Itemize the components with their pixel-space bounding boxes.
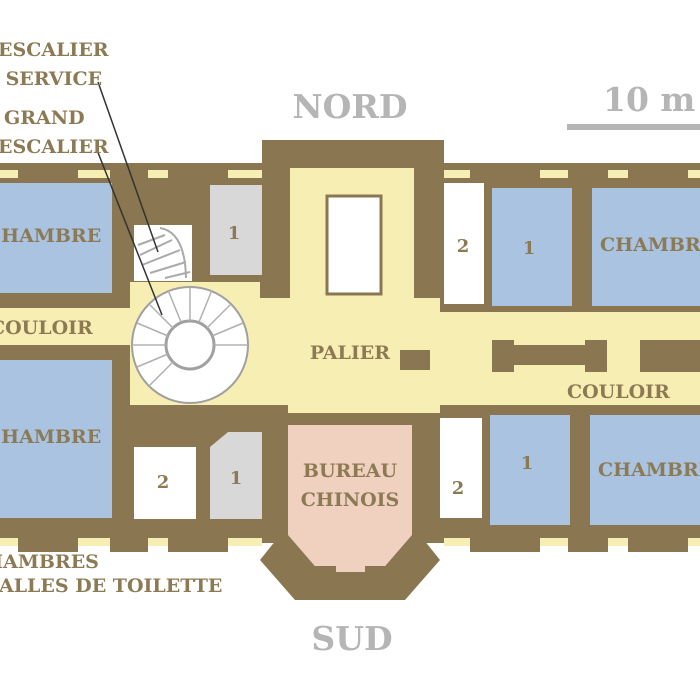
room-number-2-n: 2 — [457, 236, 470, 257]
bureau-chinois-room — [288, 425, 412, 572]
service-stair-label-2: DE SERVICE — [0, 68, 102, 90]
room-number-1-nw: 1 — [228, 223, 241, 244]
bedroom-1-se — [490, 415, 570, 525]
bedroom-se — [590, 415, 700, 525]
room-2-n — [444, 183, 484, 304]
service-stair — [134, 225, 192, 281]
service-stair-leader — [97, 81, 159, 253]
bedroom-1-ne — [492, 188, 572, 306]
room-2-sw — [134, 447, 196, 519]
grand-stair-leader — [96, 149, 163, 316]
room-number-1-sw: 1 — [230, 468, 243, 489]
grand-stair-newel — [164, 319, 216, 371]
piers — [18, 163, 688, 552]
room-number-1-ne: 1 — [523, 238, 536, 259]
couloir-e-label: COULOIR — [567, 381, 670, 403]
bottom-label-1: CHAMBRES — [0, 551, 99, 573]
room-2-se — [440, 418, 482, 518]
room-1-sw — [210, 432, 262, 519]
palier-label: PALIER — [310, 342, 390, 364]
chambre-se-label: CHAMBRE — [598, 459, 700, 481]
bedroom-ne — [592, 188, 700, 306]
callout-lines — [96, 81, 163, 316]
chambre-nw-label: CHAMBRE — [0, 225, 101, 247]
chambre-ne-label: CHAMBRE — [600, 234, 700, 256]
scale-label: 10 m — [603, 80, 695, 119]
chambre-sw-label: CHAMBRE — [0, 426, 101, 448]
bedroom-nw — [0, 183, 112, 293]
bedrooms — [0, 183, 700, 525]
palier-skylight — [325, 194, 383, 296]
south-label: SUD — [311, 619, 392, 658]
room-1-nw — [210, 185, 262, 275]
bureau-bay-piers — [302, 566, 399, 600]
grand-stair-label-2: ESCALIER — [0, 136, 109, 158]
service-stair-label-1: ESCALIER — [0, 39, 109, 61]
corridor-piers — [400, 340, 700, 372]
grand-stair — [131, 286, 249, 404]
service-rooms — [134, 183, 484, 519]
north-label: NORD — [293, 87, 408, 126]
grand-stair-label-1: GRAND — [4, 107, 85, 129]
north-projection-wall — [262, 140, 444, 170]
room-number-2-se: 2 — [452, 478, 465, 499]
room-number-1-se: 1 — [521, 453, 534, 474]
couloir-w-label: COULOIR — [0, 317, 93, 339]
room-number-2-sw: 2 — [157, 472, 170, 493]
scale-bar — [567, 124, 700, 130]
bureau-label-1: BUREAU — [303, 460, 398, 482]
bureau-label-2: CHINOIS — [301, 489, 400, 511]
bedroom-sw — [0, 360, 112, 518]
